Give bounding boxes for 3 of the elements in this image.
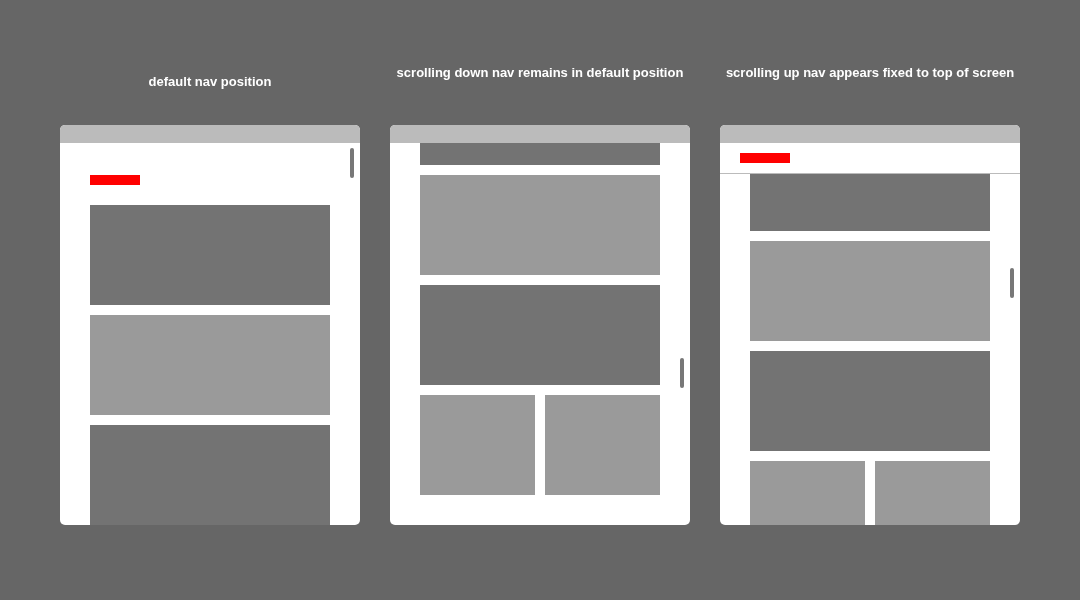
heading: default nav position bbox=[147, 74, 273, 90]
heading: scrolling up nav appears fixed to top of screen bbox=[725, 65, 1015, 81]
heading: scrolling down nav remains in default position bbox=[395, 65, 685, 81]
